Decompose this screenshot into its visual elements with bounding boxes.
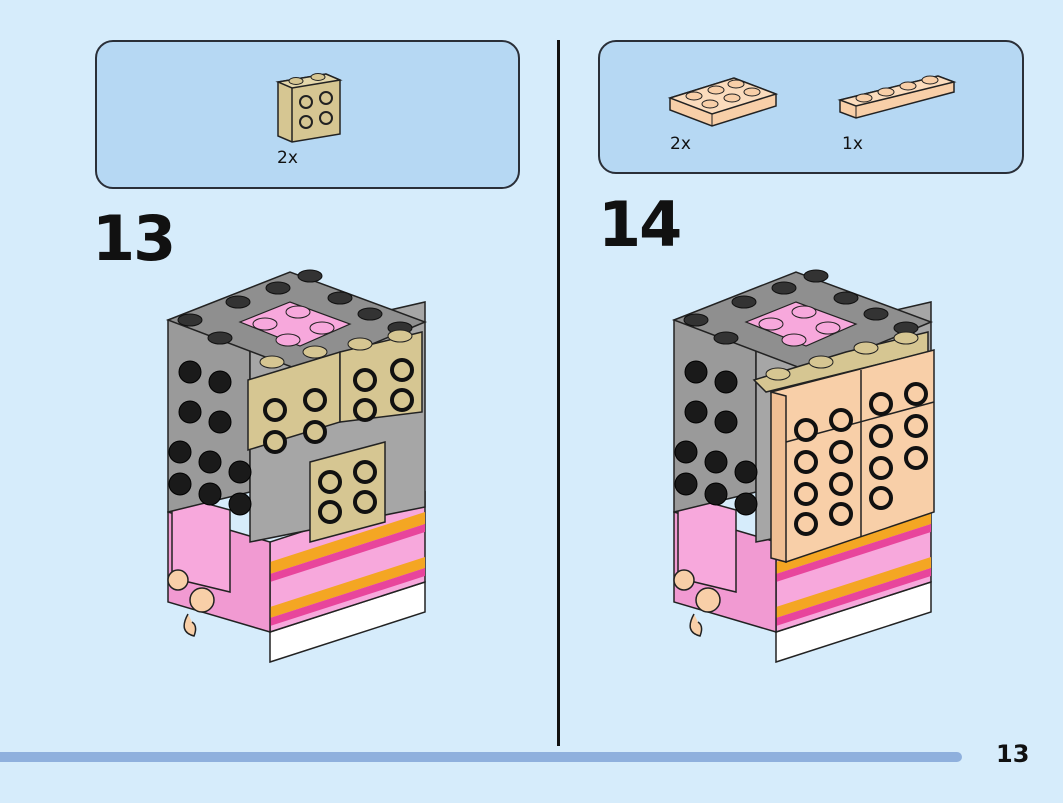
- parts-callout-step-14: 2x 1x: [598, 40, 1024, 174]
- step-number: 13: [92, 202, 176, 275]
- page-number: 13: [996, 740, 1030, 768]
- step-number: 14: [598, 188, 682, 261]
- step-divider: [557, 40, 560, 746]
- minifig-build-step-14: [671, 269, 935, 664]
- page-progress-bar: [0, 752, 962, 762]
- part-quantity: 2x: [277, 148, 298, 168]
- part-quantity: 2x: [670, 134, 691, 154]
- light-nougat-1x4-plate-icon: [837, 75, 957, 119]
- parts-callout-step-13: 2x: [95, 40, 520, 189]
- tan-2x2-side-stud-brick-icon: [275, 73, 343, 143]
- light-nougat-2x3-plate-icon: [667, 77, 779, 127]
- minifig-build-step-13: [165, 269, 428, 664]
- part-quantity: 1x: [842, 134, 863, 154]
